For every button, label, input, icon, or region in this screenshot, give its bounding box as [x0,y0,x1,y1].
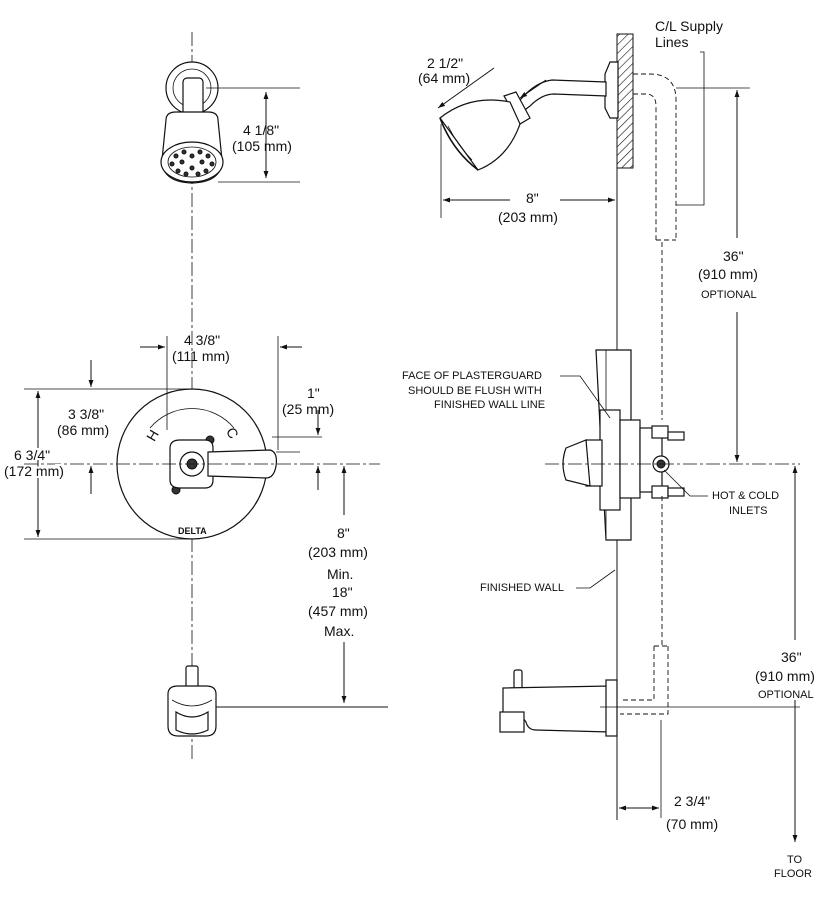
inlets-line2: INLETS [729,505,768,517]
valve-side-view [562,349,685,541]
spout-supply-pipe [620,496,669,715]
esc-upper-mm: (86 mm) [57,422,109,438]
lower-rise-in: 36" [781,649,802,665]
spout-depth-in: 2 3/4" [674,793,710,809]
reach-arrow-2 [519,79,547,99]
arm-length-mm: (203 mm) [498,209,558,225]
floor-line1: TO [787,854,803,866]
inlets-leader [663,469,708,497]
supply-label-line2: Lines [655,34,688,50]
lower-rise-mm: (910 mm) [755,668,815,684]
shower-head-side-view [439,61,619,171]
brand-mark: DELTA [178,526,207,536]
plasterguard-line1: FACE OF PLASTERGUARD [402,370,542,382]
upper-supply-pipe [633,73,677,241]
spout-max-label: Max. [324,623,354,639]
reach-mm: (64 mm) [418,70,470,86]
reach-in: 2 1/2" [427,55,463,71]
tub-spout-front-view [167,665,217,737]
lower-rise-note: OPTIONAL [758,689,814,701]
reach-arrow [437,67,495,109]
esc-width-mm: (111 mm) [172,348,230,364]
offset-in: 1" [307,385,320,401]
head-height-mm: (105 mm) [232,138,292,154]
inlets-line1: HOT & COLD [712,490,779,502]
esc-width-in: 4 3/8" [184,332,220,348]
arm-length-in: 8" [526,190,539,206]
upper-rise-mm: (910 mm) [698,266,758,282]
spout-depth-mm: (70 mm) [666,816,718,832]
upper-rise-note: OPTIONAL [701,289,757,301]
esc-upper-in: 3 3/8" [68,406,104,422]
supply-leader [676,51,705,206]
spout-max-in: 18" [332,584,353,600]
head-height-in: 4 1/8" [243,122,279,138]
wall-hatch [616,33,634,169]
tub-spout-side-view [499,669,618,737]
esc-total-mm: (172 mm) [4,463,64,479]
finished-wall-label: FINISHED WALL [480,582,564,594]
plasterguard-leader [560,375,611,419]
offset-mm: (25 mm) [282,401,334,417]
supply-label-line1: C/L Supply [655,18,723,34]
floor-line2: FLOOR [774,868,812,880]
spray-nozzles [169,149,215,177]
spout-min-label: Min. [327,566,353,582]
spout-min-mm: (203 mm) [308,544,368,560]
esc-total-in: 6 3/4" [14,447,50,463]
spout-max-mm: (457 mm) [308,603,368,619]
upper-rise-in: 36" [723,248,744,264]
spout-min-in: 8" [337,525,350,541]
plasterguard-line2: SHOULD BE FLUSH WITH [408,385,542,397]
plasterguard-line3: FINISHED WALL LINE [434,399,545,411]
shower-head-front-view [160,61,224,184]
finished-wall-leader [576,569,616,589]
